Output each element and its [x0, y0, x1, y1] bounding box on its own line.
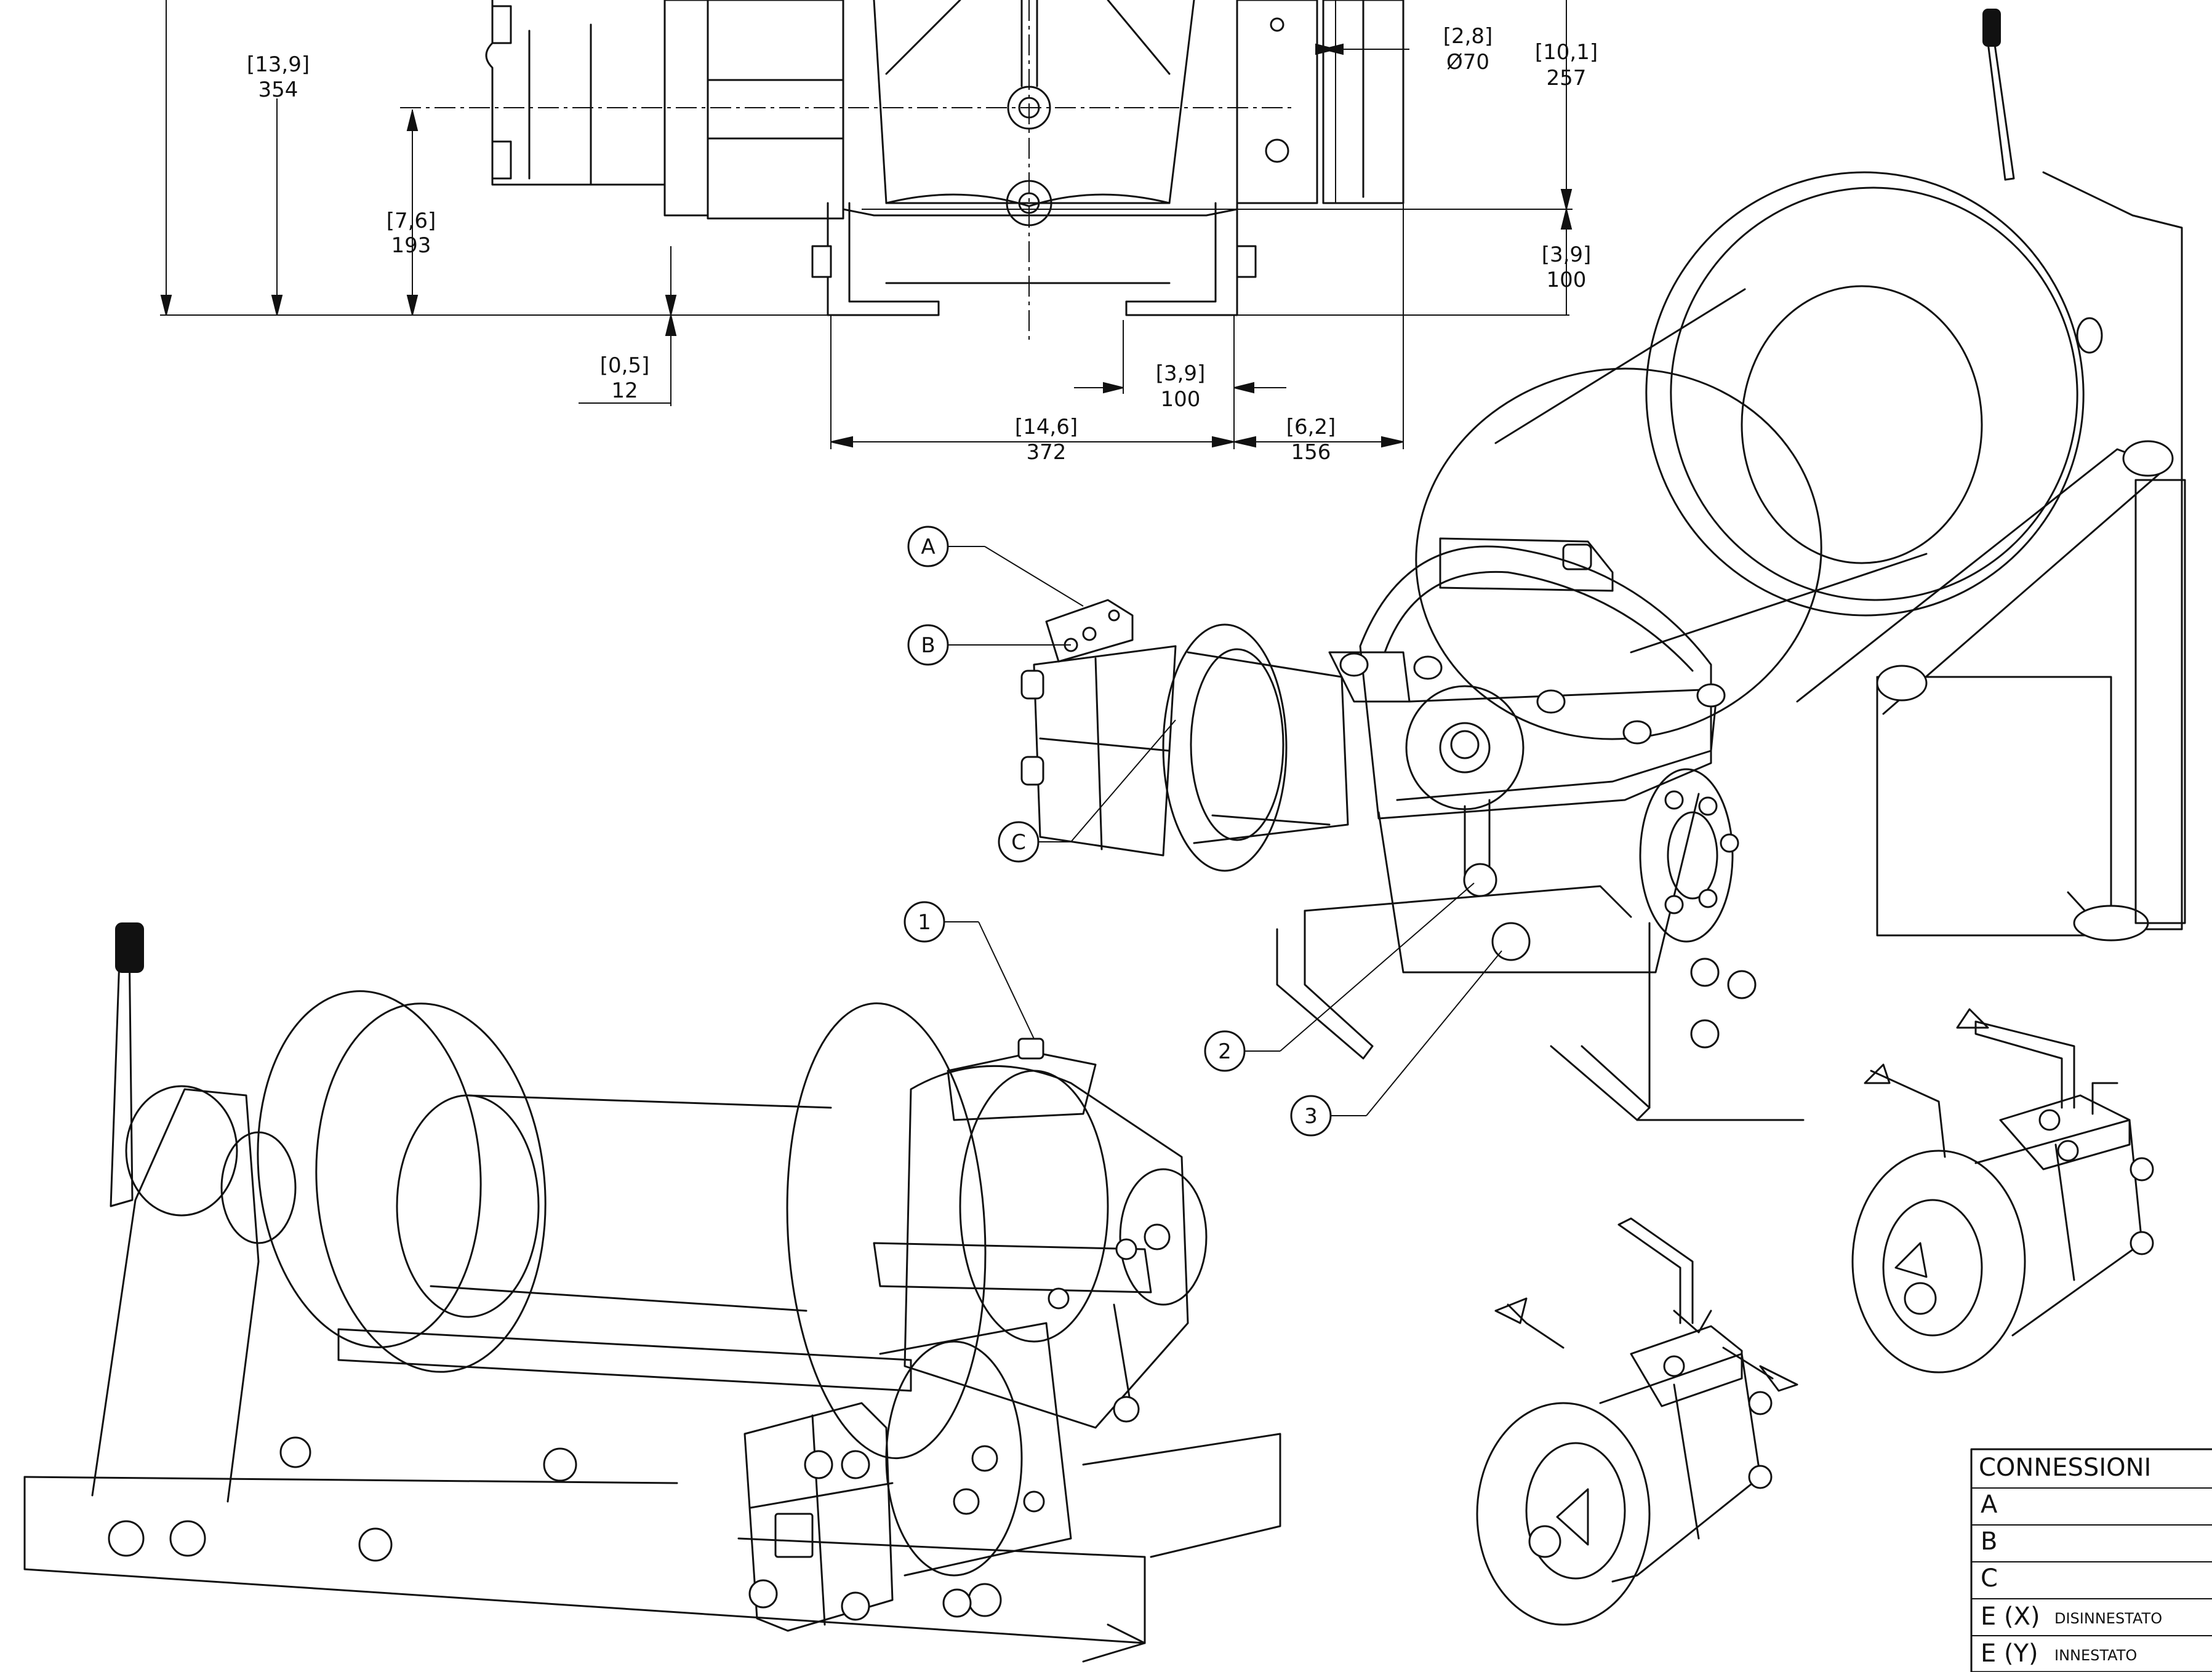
dimension-257: [10,1] 257 [1535, 40, 1598, 90]
callout-2: 2 [1204, 882, 1475, 1072]
dimension-labels: [13,9] 354 [7,6] 193 [0,5] 12 [2,8] Ø70 … [247, 24, 1598, 465]
dimension-mm: 257 [1547, 66, 1587, 90]
svg-text:2: 2 [1218, 1039, 1232, 1064]
dimension-inch: [7,6] [387, 209, 436, 233]
dimension-12: [0,5] 12 [600, 353, 650, 403]
table-row-label: C [1981, 1564, 1998, 1593]
table-title: CONNESSIONI [1979, 1454, 2151, 1482]
dimension-inch: [0,5] [600, 353, 650, 378]
dimension-mm: 100 [1161, 387, 1201, 412]
dimension-mm: 100 [1547, 268, 1587, 292]
dimension-193: [7,6] 193 [387, 209, 436, 258]
dimension-70: [2,8] Ø70 [1443, 24, 1493, 74]
table-row-label: E (Y) [1981, 1639, 2038, 1668]
callout-1: 1 [904, 901, 1035, 1039]
dimension-354: [13,9] 354 [247, 52, 310, 102]
dimension-mm: 193 [391, 233, 431, 258]
dimension-inch: [13,9] [247, 52, 310, 77]
dimension-inch: [3,9] [1156, 361, 1206, 386]
isometric-winch-left [23, 922, 1281, 1663]
callouts: A B C 1 2 3 [904, 526, 1502, 1137]
table-row-note: INNESTATO [2054, 1647, 2137, 1664]
svg-text:1: 1 [918, 910, 931, 935]
dimension-inch: [14,6] [1015, 415, 1078, 439]
dimension-372: [14,6] 372 [1015, 415, 1078, 465]
isometric-winch-right [1020, 9, 2186, 1121]
connections-table: CONNESSIONI A B C E (X) DISINNESTATO E (… [1970, 1448, 2212, 1672]
dimension-mm: 372 [1027, 440, 1067, 465]
motor-detail-engaged [1851, 1008, 2154, 1374]
dimension-inch: [3,9] [1542, 242, 1592, 267]
dimension-mm: 12 [611, 378, 638, 403]
dimension-mm: 354 [258, 78, 299, 102]
dimension-100-horizontal: [3,9] 100 [1156, 361, 1206, 412]
callout-A: A [907, 526, 1084, 607]
motor-detail-disengaged [1476, 1217, 1798, 1626]
table-row-label: E (X) [1981, 1602, 2040, 1631]
dimension-inch: [2,8] [1443, 24, 1493, 49]
dimension-inch: [10,1] [1535, 40, 1598, 65]
dimension-156: [6,2] 156 [1286, 415, 1336, 465]
table-row-note: DISINNESTATO [2054, 1610, 2162, 1627]
svg-text:C: C [1011, 830, 1026, 855]
top-orthographic-view [160, 0, 1573, 449]
dimension-100-vertical: [3,9] 100 [1542, 242, 1592, 292]
callout-C: C [998, 719, 1176, 863]
svg-text:3: 3 [1304, 1104, 1318, 1129]
callout-3: 3 [1290, 950, 1502, 1137]
table-row-label: B [1981, 1527, 1997, 1556]
table-row-label: A [1981, 1490, 1998, 1519]
dimension-inch: [6,2] [1286, 415, 1336, 439]
svg-text:B: B [921, 633, 935, 658]
svg-text:A: A [921, 535, 935, 559]
callout-B: B [907, 624, 1071, 666]
dimension-mm: Ø70 [1446, 50, 1489, 74]
dimension-mm: 156 [1291, 440, 1331, 465]
